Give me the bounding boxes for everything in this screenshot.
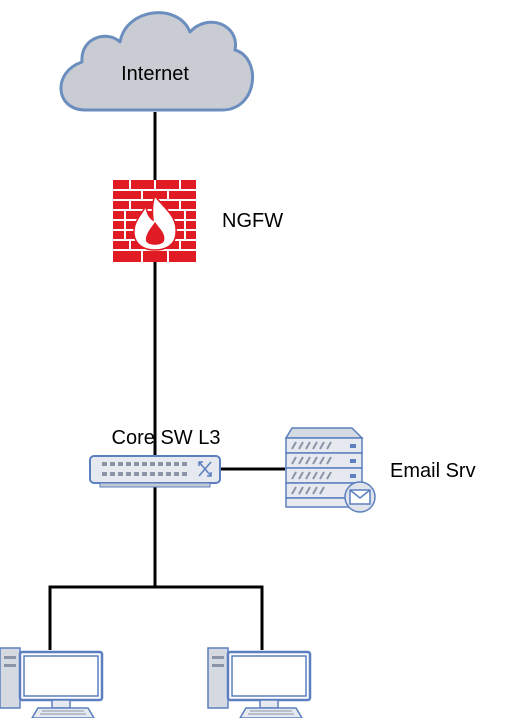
email-server-label: Email Srv [390, 460, 476, 482]
ngfw-label: NGFW [222, 210, 283, 232]
core-switch-node: Core SW L3 [89, 427, 221, 488]
email-server-icon [284, 427, 376, 513]
link-workstation-bus [48, 585, 264, 650]
internet-node: Internet [59, 11, 255, 112]
internet-label: Internet [121, 63, 189, 85]
connection-lines [48, 112, 285, 650]
workstation-1 [0, 647, 104, 718]
envelope-icon [344, 481, 376, 513]
workstation-2 [207, 647, 312, 718]
email-server-node: Email Srv [284, 427, 476, 513]
workstation-icon [207, 647, 312, 718]
core-switch-label: Core SW L3 [112, 427, 221, 449]
cloud-icon [59, 11, 255, 112]
firewall-icon [113, 180, 196, 262]
firewall-node: NGFW [113, 180, 283, 262]
workstation-icon [0, 647, 104, 718]
switch-icon [89, 455, 221, 488]
